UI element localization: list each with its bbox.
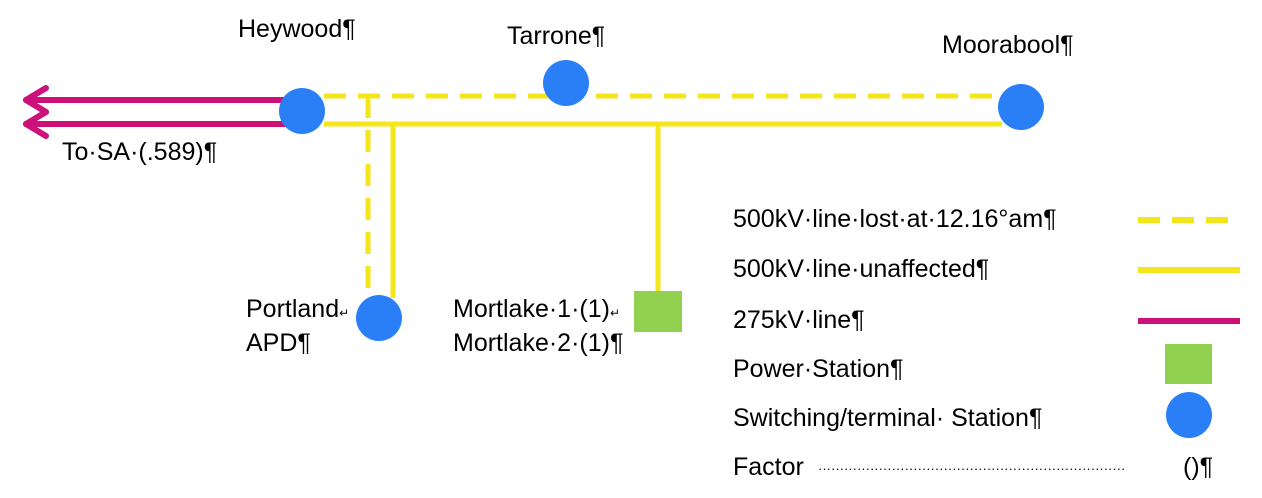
legend: 500kV·line·lost·at·12.16°am¶ 500kV·line·… — [733, 205, 1240, 481]
heywood-station — [279, 88, 325, 134]
portland-label-text: Portland — [246, 295, 339, 323]
legend-item-label: 500kV·line·lost·at·12.16°am¶ — [733, 205, 1057, 233]
mortlake-label-line1: Mortlake·1·(1)↵ — [453, 295, 620, 323]
line-break-mark: ↵ — [610, 306, 620, 320]
heywood-label: Heywood¶ — [238, 15, 356, 43]
to-sa-275kv-lines — [23, 85, 303, 139]
moorabool-label: Moorabool¶ — [942, 31, 1074, 59]
legend-item-label: Power·Station¶ — [733, 355, 903, 383]
legend-item-label: 275kV·line¶ — [733, 306, 865, 334]
portland-label-line1: Portland↵ — [246, 295, 349, 323]
portland-label-line2: APD¶ — [246, 329, 311, 357]
legend-item-label: 500kV·line·unaffected¶ — [733, 255, 989, 283]
tarrone-station — [543, 60, 589, 106]
legend-factor-leader: ········································… — [818, 461, 1125, 476]
mortlake-label-line2: Mortlake·2·(1)¶ — [453, 329, 623, 357]
line-break-mark: ↵ — [339, 306, 349, 320]
lost-500kv-lines — [324, 93, 1000, 298]
arrowhead-lower — [23, 109, 49, 139]
to-sa-label: To·SA·(.589)¶ — [62, 138, 217, 166]
tarrone-label: Tarrone¶ — [507, 22, 605, 50]
legend-item-label: Switching/terminal· Station¶ — [733, 404, 1042, 432]
legend-factor-label: Factor — [733, 453, 804, 481]
legend-factor-value: ()¶ — [1183, 453, 1213, 481]
portland-station — [356, 295, 402, 341]
mortlake-power-station — [634, 291, 682, 332]
moorabool-station — [998, 84, 1044, 130]
legend-symbol-green-square — [1165, 344, 1212, 384]
unaffected-500kv-lines — [324, 121, 1002, 298]
arrowhead-upper — [23, 85, 49, 115]
legend-symbol-blue-circle — [1166, 392, 1212, 438]
mortlake-label-text: Mortlake·1·(1) — [453, 295, 610, 323]
